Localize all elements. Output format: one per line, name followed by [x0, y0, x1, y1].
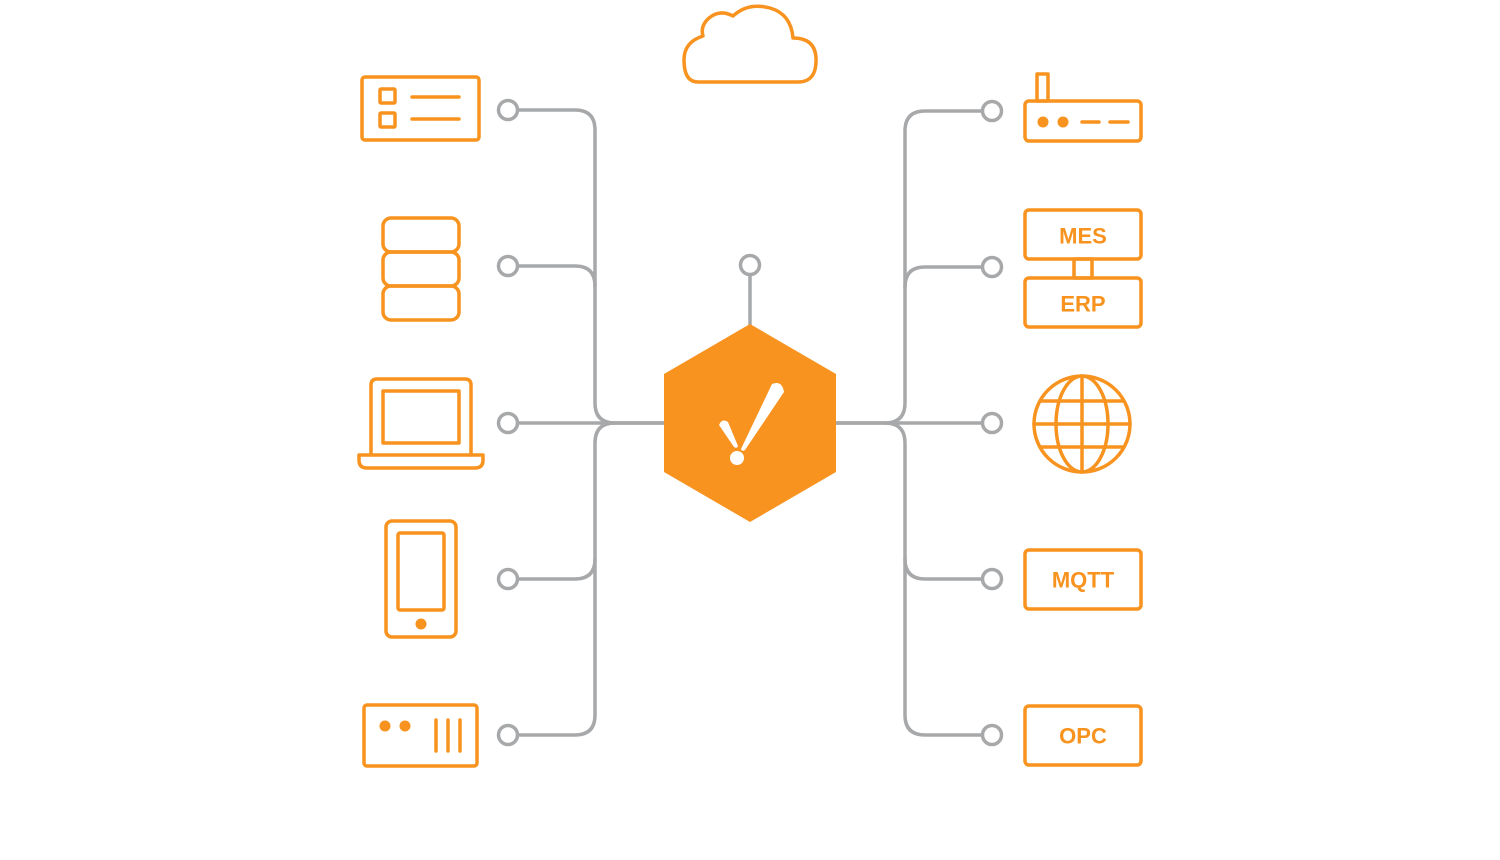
wire-left-mobile	[506, 557, 597, 581]
node-mqtt[interactable]: MQTT	[1023, 548, 1143, 611]
port-right-opc[interactable]	[980, 723, 1004, 747]
node-mobile[interactable]	[384, 519, 458, 639]
hardware-device-icon	[362, 703, 479, 768]
node-database[interactable]	[381, 216, 461, 322]
node-device[interactable]	[362, 703, 479, 768]
database-stack-icon	[381, 216, 461, 322]
node-form[interactable]	[360, 75, 481, 142]
node-router[interactable]	[1023, 72, 1143, 143]
wire-left-database	[506, 264, 597, 288]
port-left-device[interactable]	[496, 723, 520, 747]
port-top[interactable]	[738, 253, 762, 277]
port-left-form[interactable]	[496, 98, 520, 122]
node-opc[interactable]: OPC	[1023, 704, 1143, 767]
left-connectors	[506, 108, 667, 737]
node-laptop[interactable]	[357, 377, 485, 470]
hub-hexagon	[664, 324, 836, 522]
right-connectors	[833, 109, 994, 737]
mes-erp-stack-icon: MES ERP	[1023, 208, 1143, 329]
node-mes-erp[interactable]: MES ERP	[1023, 208, 1143, 329]
laptop-icon	[357, 377, 485, 470]
port-right-mqtt[interactable]	[980, 567, 1004, 591]
node-web[interactable]	[1032, 374, 1132, 474]
ports	[496, 98, 1004, 747]
port-right-mes-erp[interactable]	[980, 255, 1004, 279]
port-left-mobile[interactable]	[496, 567, 520, 591]
label-mqtt: MQTT	[1052, 568, 1115, 593]
port-right-router[interactable]	[980, 99, 1004, 123]
label-mes: MES	[1059, 224, 1107, 249]
protocol-box-icon: MQTT	[1023, 548, 1143, 611]
wire-right-opc	[883, 421, 994, 737]
port-left-laptop[interactable]	[496, 411, 520, 435]
label-erp: ERP	[1060, 292, 1105, 317]
label-opc: OPC	[1059, 724, 1107, 749]
wire-left-device	[506, 421, 617, 737]
cloud-icon[interactable]	[682, 4, 818, 84]
port-right-web[interactable]	[980, 411, 1004, 435]
router-icon	[1023, 72, 1143, 143]
mobile-phone-icon	[384, 519, 458, 639]
exclamation-logo-icon	[719, 383, 784, 465]
wire-right-mqtt	[903, 557, 994, 581]
globe-icon	[1032, 374, 1132, 474]
protocol-box-icon: OPC	[1023, 704, 1143, 767]
form-checklist-icon	[360, 75, 481, 142]
port-left-database[interactable]	[496, 254, 520, 278]
central-hub[interactable]	[664, 324, 836, 522]
wire-right-mes-erp	[903, 265, 994, 289]
